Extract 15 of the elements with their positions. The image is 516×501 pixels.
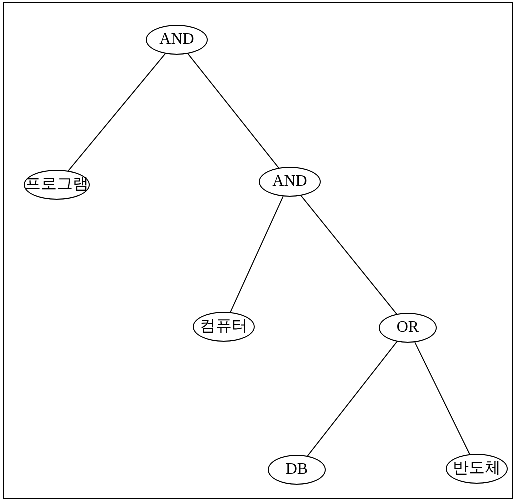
node-label: AND: [272, 174, 308, 190]
node-label: 프로그램: [25, 177, 89, 193]
node-label: 컴퓨터: [200, 319, 248, 335]
connector-line: [188, 54, 280, 168]
node-label: OR: [396, 320, 420, 336]
connector-line: [300, 195, 398, 315]
connector-line: [68, 53, 166, 172]
ellipse-node: [379, 313, 437, 343]
node-label: AND: [160, 32, 194, 48]
node-label: 반도체: [453, 461, 501, 477]
connector-line: [307, 341, 398, 457]
connector-line: [414, 342, 470, 455]
node-label: DB: [286, 462, 308, 478]
ellipse-node: [268, 455, 326, 485]
connector-line: [230, 196, 284, 313]
